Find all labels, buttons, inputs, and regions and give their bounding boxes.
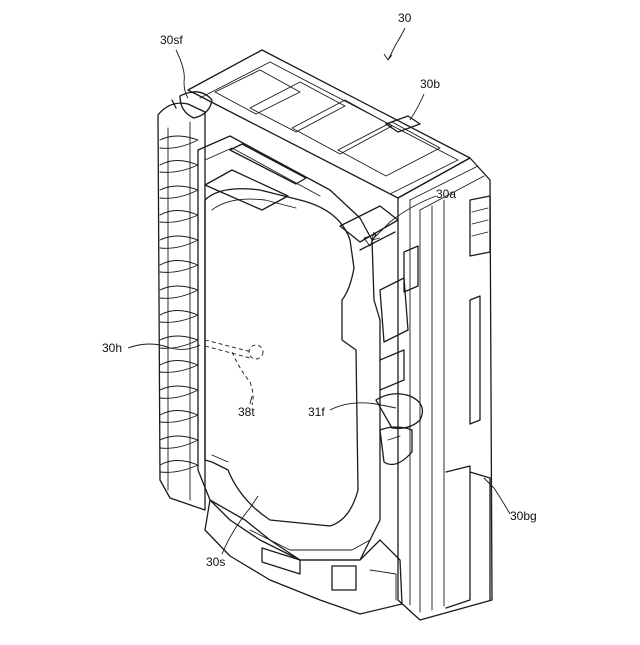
leader-30s <box>222 496 258 554</box>
label-31f: 31f <box>308 405 325 419</box>
side-block <box>398 158 492 620</box>
label-30: 30 <box>398 11 412 25</box>
label-30a: 30a <box>436 187 456 201</box>
label-30sf: 30sf <box>160 33 183 47</box>
ribbed-side <box>158 92 212 510</box>
label-30h: 30h <box>102 341 122 355</box>
label-30b: 30b <box>420 77 440 91</box>
leader-30 <box>388 28 405 60</box>
front-panel <box>205 189 358 526</box>
label-30bg: 30bg <box>510 509 537 523</box>
leader-30b <box>410 94 424 120</box>
label-38t: 38t <box>238 405 255 419</box>
label-30s: 30s <box>206 555 225 569</box>
leader-30sf <box>176 50 188 98</box>
top-face <box>188 50 470 198</box>
